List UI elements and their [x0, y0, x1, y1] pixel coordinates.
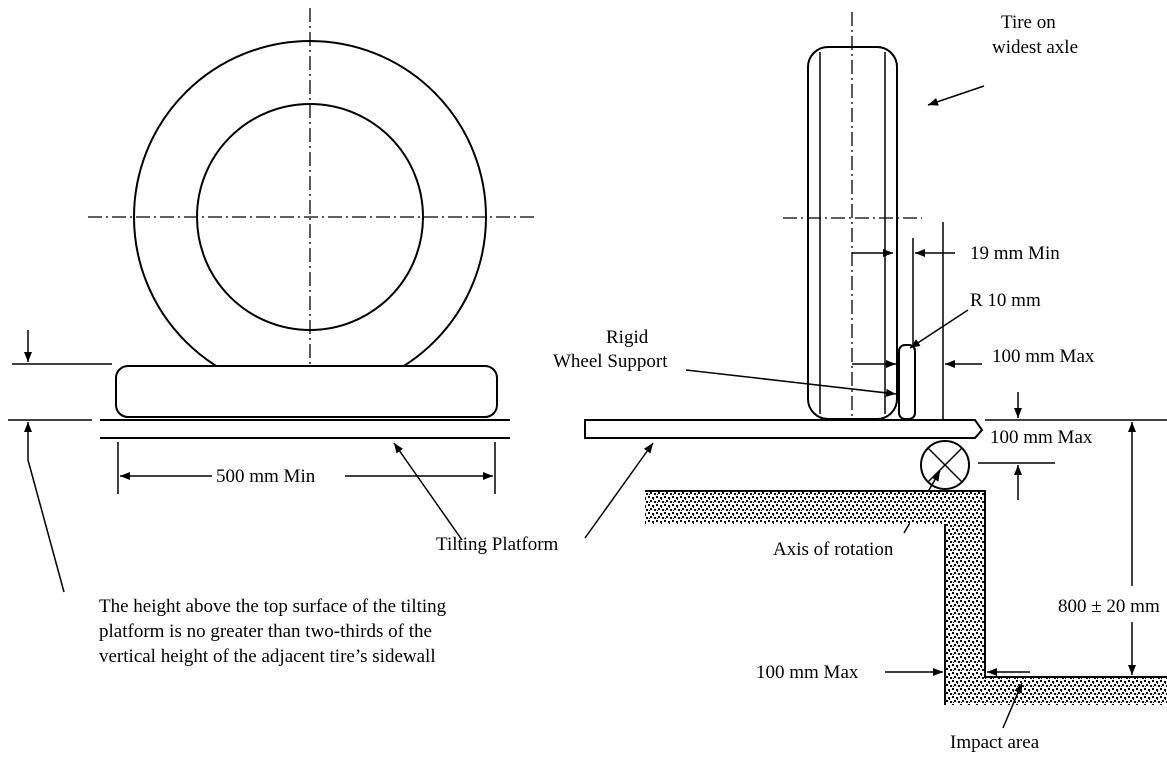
- tilting-leader-left: [393, 442, 463, 541]
- label-rigid: Rigid: [606, 327, 649, 348]
- impact-area-floor: [945, 677, 1167, 705]
- label-800mm: 800 ± 20 mm: [1058, 596, 1160, 617]
- impact-area-leader: [1002, 682, 1023, 729]
- tire-label-leader: [927, 85, 985, 106]
- label-500mm-min: 500 mm Min: [216, 466, 316, 487]
- label-tire-on: Tire on: [1001, 12, 1056, 33]
- left-wheel-support-block: [115, 365, 498, 418]
- note-text-line1: The height above the top surface of the …: [99, 596, 447, 617]
- r10-leader: [909, 309, 969, 349]
- rigid-support-leader: [685, 369, 897, 397]
- left-front-view: 500 mm Min The height above the top surf…: [8, 8, 536, 667]
- ground-wall: [945, 491, 985, 705]
- right-wheel-support-post: [898, 344, 916, 420]
- right-tilting-platform: [584, 419, 984, 439]
- label-100mm-max-wall: 100 mm Max: [756, 662, 859, 683]
- label-100mm-max-platform: 100 mm Max: [990, 427, 1093, 448]
- pivot-axis-symbol: [920, 440, 970, 490]
- note-leader-line: [27, 456, 65, 593]
- label-widest-axle: widest axle: [992, 37, 1078, 58]
- note-text-line3: vertical height of the adjacent tire’s s…: [99, 646, 436, 667]
- label-tilting-platform: Tilting Platform: [436, 534, 559, 555]
- label-axis-of-rotation: Axis of rotation: [773, 539, 894, 560]
- right-side-view: 19 mm Min R 10 mm 100 mm Max Rigid Wheel…: [553, 12, 1167, 753]
- ground-upper-ledge: [645, 491, 985, 524]
- note-text-line2: platform is no greater than two-thirds o…: [99, 621, 432, 642]
- label-wheel-support: Wheel Support: [553, 351, 668, 372]
- label-r10mm: R 10 mm: [970, 290, 1041, 311]
- label-impact-area: Impact area: [950, 732, 1040, 753]
- label-100mm-max-support: 100 mm Max: [992, 346, 1095, 367]
- ground-surface-line: [645, 490, 1167, 678]
- label-19mm-min: 19 mm Min: [970, 243, 1060, 264]
- tilting-leader-right: [584, 442, 654, 539]
